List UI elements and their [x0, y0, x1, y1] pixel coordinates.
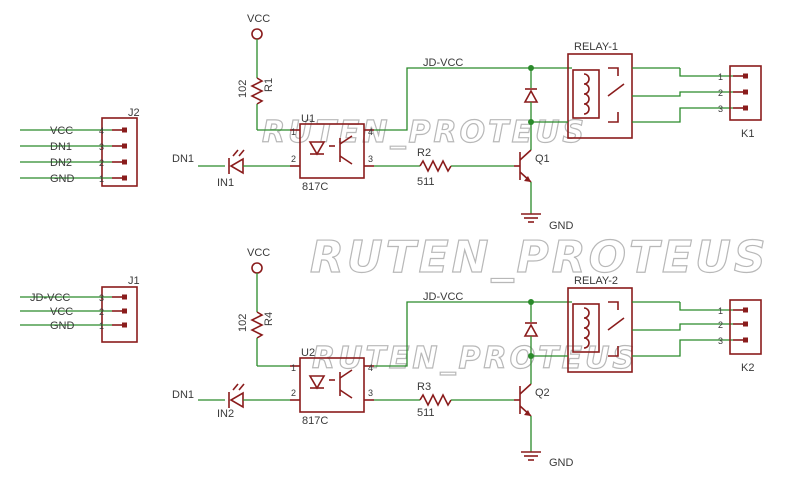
ch2-opto-pin1: 1	[291, 363, 296, 373]
ch1-r-base-ref: R2	[417, 147, 431, 159]
ch2-vcc-symbol	[251, 262, 263, 274]
j1-net-jdvcc: JD-VCC	[30, 292, 70, 304]
j2-pin-2: 2	[99, 158, 104, 168]
ch2-opto-part: 817C	[302, 415, 328, 427]
ch2-gnd-label: GND	[549, 457, 574, 469]
ch1-opto-pin3: 3	[368, 154, 373, 164]
ch2-output-connector	[729, 299, 762, 355]
j2-pin-1: 1	[99, 174, 104, 184]
j1-pin-2: 2	[99, 307, 104, 317]
ch2-q-ref: Q2	[535, 387, 550, 399]
ch1-opto-ref: U1	[301, 113, 315, 125]
ch2-k-pin3: 3	[718, 336, 723, 346]
ch1-k-pin2: 2	[718, 88, 723, 98]
ch2-in-net: DN1	[172, 389, 194, 401]
j2-net-dn1: DN1	[50, 141, 72, 153]
ch1-jdvcc-label: JD-VCC	[423, 57, 463, 69]
j1-pin-3: 3	[99, 293, 104, 303]
j1-net-vcc: VCC	[50, 306, 73, 318]
ch2-k-pin1: 1	[718, 306, 723, 316]
ch1-k-pin3: 3	[718, 104, 723, 114]
ch2-opto-pin4: 4	[368, 363, 373, 373]
ch2-r-base-ref: R3	[417, 381, 431, 393]
j2-net-dn2: DN2	[50, 157, 72, 169]
channel-1: VCC R1 102 DN1 IN1 U1 1 2 3	[172, 13, 762, 232]
ch2-opto-pin2: 2	[291, 388, 296, 398]
ch1-r-top-ref: R1	[263, 78, 275, 92]
ch1-opto-pin1: 1	[291, 127, 296, 137]
ch2-flyback-diode	[523, 323, 539, 337]
ch1-led-ref: IN1	[217, 177, 234, 189]
ch1-r-base	[419, 159, 452, 173]
ch2-opto-ref: U2	[301, 347, 315, 359]
ch2-led	[228, 383, 245, 409]
watermark-main: RUTEN_PROTEUS	[310, 232, 769, 283]
ch1-r-top-val: 102	[237, 80, 249, 98]
ch1-opto-pin4: 4	[368, 127, 373, 137]
ch1-r-base-val: 511	[417, 176, 435, 188]
ch2-vcc-label: VCC	[247, 247, 270, 259]
ch2-k-pin2: 2	[718, 320, 723, 330]
ch1-q-ref: Q1	[535, 153, 550, 165]
ch2-opto-pin3: 3	[368, 388, 373, 398]
ch1-vcc-label: VCC	[247, 13, 270, 25]
ch1-k-pin1: 1	[718, 72, 723, 82]
ch2-r-base-val: 511	[417, 407, 435, 419]
ch1-opto-part: 817C	[302, 181, 328, 193]
ch1-opto	[299, 123, 365, 179]
watermark-small-2: RUTEN_PROTEUS	[312, 341, 637, 376]
ch2-transistor	[514, 383, 532, 417]
ch1-relay-ref: RELAY-1	[574, 41, 618, 53]
j1-net-gnd: GND	[50, 320, 75, 332]
connector-j1: J1 JD-VCC VCC GND 3 2 1	[20, 275, 140, 343]
j1-pin-1: 1	[99, 321, 104, 331]
ch1-flyback-diode	[523, 89, 539, 103]
connector-j2: J2 VCC DN1 DN2 GND 4 3 2 1	[20, 107, 140, 187]
ch1-gnd-label: GND	[549, 220, 574, 232]
ch2-opto	[299, 357, 365, 413]
ch1-k-ref: K1	[741, 128, 754, 140]
channel-2: VCC R4 102 DN1 IN2 U2 1 2 3 4	[172, 247, 762, 469]
j2-pin-4: 4	[99, 126, 104, 136]
ch1-output-connector	[729, 65, 762, 121]
ch2-r-top	[250, 311, 264, 339]
ch1-opto-pin2: 2	[291, 154, 296, 164]
j2-pin-3: 3	[99, 142, 104, 152]
ch2-k-ref: K2	[741, 362, 754, 374]
ch1-led	[228, 149, 245, 175]
ch2-r-top-ref: R4	[263, 312, 275, 326]
ch2-jdvcc-label: JD-VCC	[423, 291, 463, 303]
j2-net-gnd: GND	[50, 173, 75, 185]
ch2-relay-ref: RELAY-2	[574, 275, 618, 287]
ch1-r-top	[250, 77, 264, 105]
ch2-r-top-val: 102	[237, 314, 249, 332]
connector-j2-ref: J2	[128, 107, 140, 119]
connector-j1-ref: J1	[128, 275, 140, 287]
ch1-in-net: DN1	[172, 153, 194, 165]
ch1-transistor	[514, 149, 532, 183]
j2-net-vcc: VCC	[50, 125, 73, 137]
ch2-led-ref: IN2	[217, 408, 234, 420]
ch2-r-base	[419, 393, 452, 407]
ch1-vcc-symbol	[251, 28, 263, 40]
